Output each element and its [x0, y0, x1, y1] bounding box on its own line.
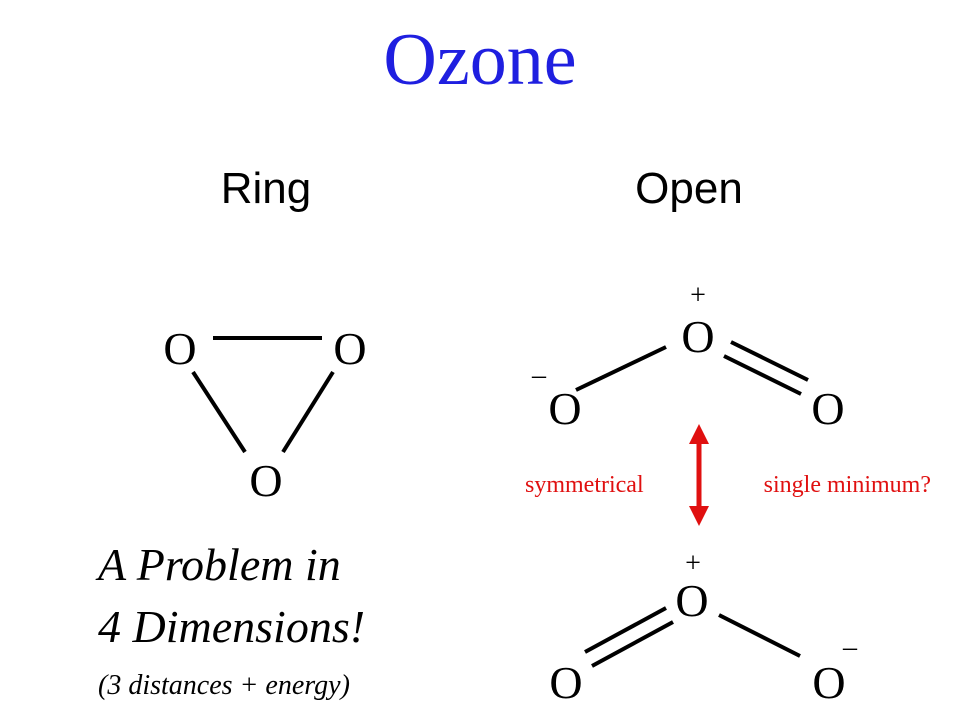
open-bottom-double-bond-b	[591, 620, 674, 668]
symmetrical-note: symmetrical	[525, 472, 644, 498]
open-structure-top: O O O + –	[531, 280, 845, 434]
open-bottom-plus-charge: +	[685, 548, 701, 579]
open-top-plus-charge: +	[690, 280, 706, 311]
open-top-minus-charge: –	[531, 360, 547, 391]
open-top-double-bond-a	[730, 340, 809, 382]
open-top-single-bond	[575, 345, 667, 392]
open-top-double-bond-b	[723, 354, 802, 396]
problem-line-2: 4 Dimensions!	[98, 601, 366, 652]
problem-line-1: A Problem in	[98, 539, 341, 590]
ring-bond-left	[191, 370, 247, 454]
open-bottom-center-atom: O	[675, 575, 708, 626]
open-top-left-atom: O	[548, 383, 581, 434]
ring-atom-bottom: O	[249, 455, 282, 506]
ring-bond-right	[281, 370, 335, 454]
transition-arrow: symmetrical single minimum?	[525, 424, 931, 526]
single-minimum-note: single minimum?	[764, 472, 931, 498]
ring-atom-top-right: O	[333, 323, 366, 374]
open-bottom-right-atom: O	[812, 657, 845, 708]
slide-title: Ozone	[383, 19, 577, 101]
open-top-right-atom: O	[811, 383, 844, 434]
open-heading: Open	[635, 164, 743, 213]
open-structure-bottom: O O O + –	[549, 548, 858, 708]
open-bottom-minus-charge: –	[842, 632, 858, 663]
open-top-center-atom: O	[681, 311, 714, 362]
ring-structure: O O O	[163, 323, 366, 506]
arrow-head-up	[689, 424, 709, 444]
ring-heading: Ring	[220, 164, 312, 213]
arrow-head-down	[689, 506, 709, 526]
problem-line-3: (3 distances + energy)	[98, 670, 350, 701]
open-bottom-double-bond-a	[584, 606, 667, 654]
ring-atom-top-left: O	[163, 323, 196, 374]
open-bottom-single-bond	[718, 613, 801, 658]
open-bottom-left-atom: O	[549, 657, 582, 708]
